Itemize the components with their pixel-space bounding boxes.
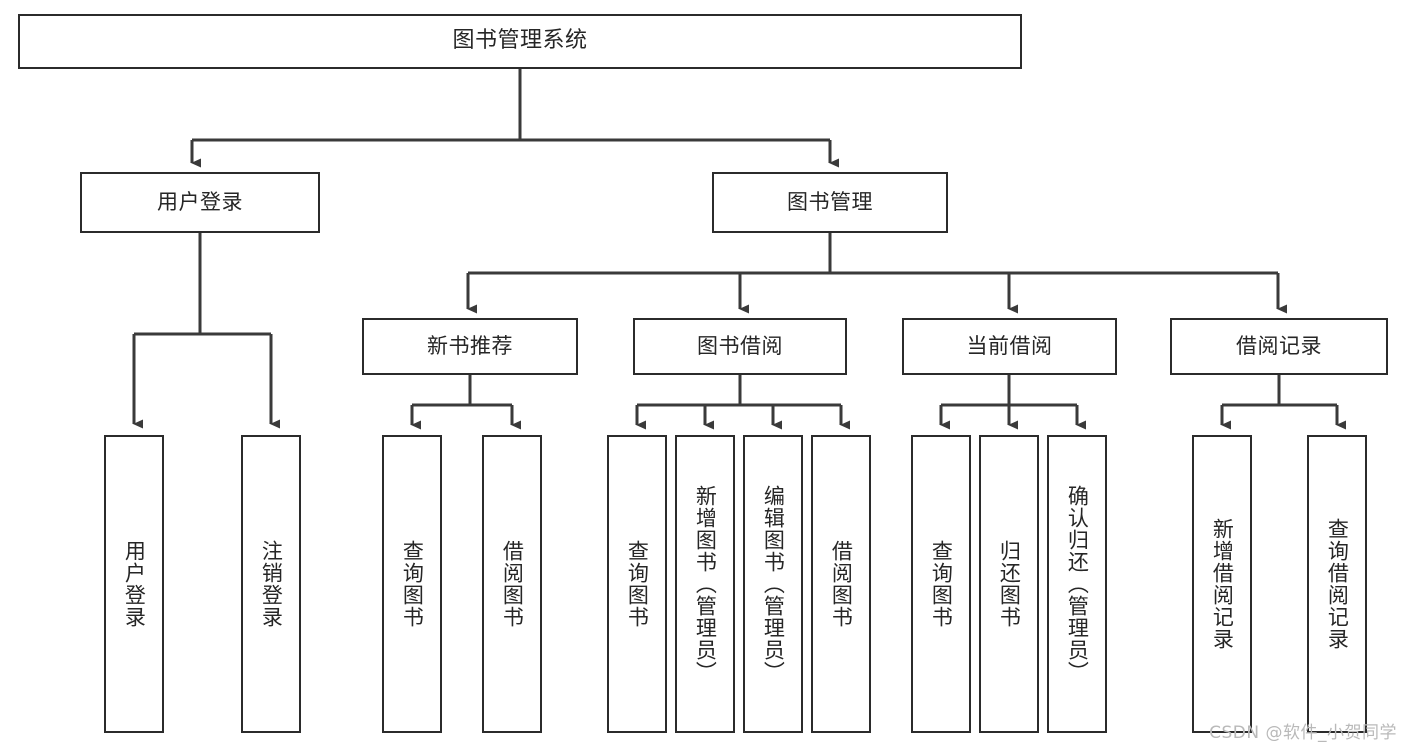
leaf-query-book-1-label: 查询图书 xyxy=(400,540,425,628)
leaf-edit-book-label: 编辑图书（管理员） xyxy=(761,485,786,683)
leaf-borrow-book-1-label: 借阅图书 xyxy=(500,540,525,628)
node-current-borrow[interactable]: 当前借阅 xyxy=(902,318,1117,375)
leaf-add-book[interactable]: 新增图书（管理员） xyxy=(675,435,735,733)
node-borrow-record-label: 借阅记录 xyxy=(1236,333,1322,358)
leaf-borrow-book-1[interactable]: 借阅图书 xyxy=(482,435,542,733)
node-current-borrow-label: 当前借阅 xyxy=(966,333,1053,358)
node-user-login-label: 用户登录 xyxy=(157,189,243,214)
node-root-label: 图书管理系统 xyxy=(452,28,588,54)
node-book-borrow-label: 图书借阅 xyxy=(697,333,783,358)
node-new-book-rec[interactable]: 新书推荐 xyxy=(362,318,578,375)
leaf-logout[interactable]: 注销登录 xyxy=(241,435,301,733)
leaf-query-book-3[interactable]: 查询图书 xyxy=(911,435,971,733)
leaf-user-login[interactable]: 用户登录 xyxy=(104,435,164,733)
node-user-login[interactable]: 用户登录 xyxy=(80,172,320,233)
leaf-query-book-2-label: 查询图书 xyxy=(625,540,650,628)
leaf-logout-label: 注销登录 xyxy=(259,540,284,628)
leaf-query-book-2[interactable]: 查询图书 xyxy=(607,435,667,733)
leaf-add-record[interactable]: 新增借阅记录 xyxy=(1192,435,1252,733)
leaf-user-login-label: 用户登录 xyxy=(122,540,147,628)
leaf-return-book[interactable]: 归还图书 xyxy=(979,435,1039,733)
leaf-confirm-return-label: 确认归还（管理员） xyxy=(1065,485,1090,683)
leaf-add-record-label: 新增借阅记录 xyxy=(1210,518,1235,650)
leaf-query-book-1[interactable]: 查询图书 xyxy=(382,435,442,733)
leaf-query-book-3-label: 查询图书 xyxy=(929,540,954,628)
leaf-return-book-label: 归还图书 xyxy=(997,540,1022,628)
node-root[interactable]: 图书管理系统 xyxy=(18,14,1022,69)
leaf-edit-book[interactable]: 编辑图书（管理员） xyxy=(743,435,803,733)
node-book-manage-label: 图书管理 xyxy=(787,189,873,214)
node-new-book-rec-label: 新书推荐 xyxy=(427,333,513,358)
csdn-watermark: CSDN @软件_小贺同学 xyxy=(1209,723,1397,743)
node-book-manage[interactable]: 图书管理 xyxy=(712,172,948,233)
leaf-query-record[interactable]: 查询借阅记录 xyxy=(1307,435,1367,733)
leaf-add-book-label: 新增图书（管理员） xyxy=(693,485,718,683)
node-borrow-record[interactable]: 借阅记录 xyxy=(1170,318,1388,375)
leaf-query-record-label: 查询借阅记录 xyxy=(1325,518,1350,650)
leaf-confirm-return[interactable]: 确认归还（管理员） xyxy=(1047,435,1107,733)
node-book-borrow[interactable]: 图书借阅 xyxy=(633,318,847,375)
leaf-borrow-book-2-label: 借阅图书 xyxy=(829,540,854,628)
leaf-borrow-book-2[interactable]: 借阅图书 xyxy=(811,435,871,733)
